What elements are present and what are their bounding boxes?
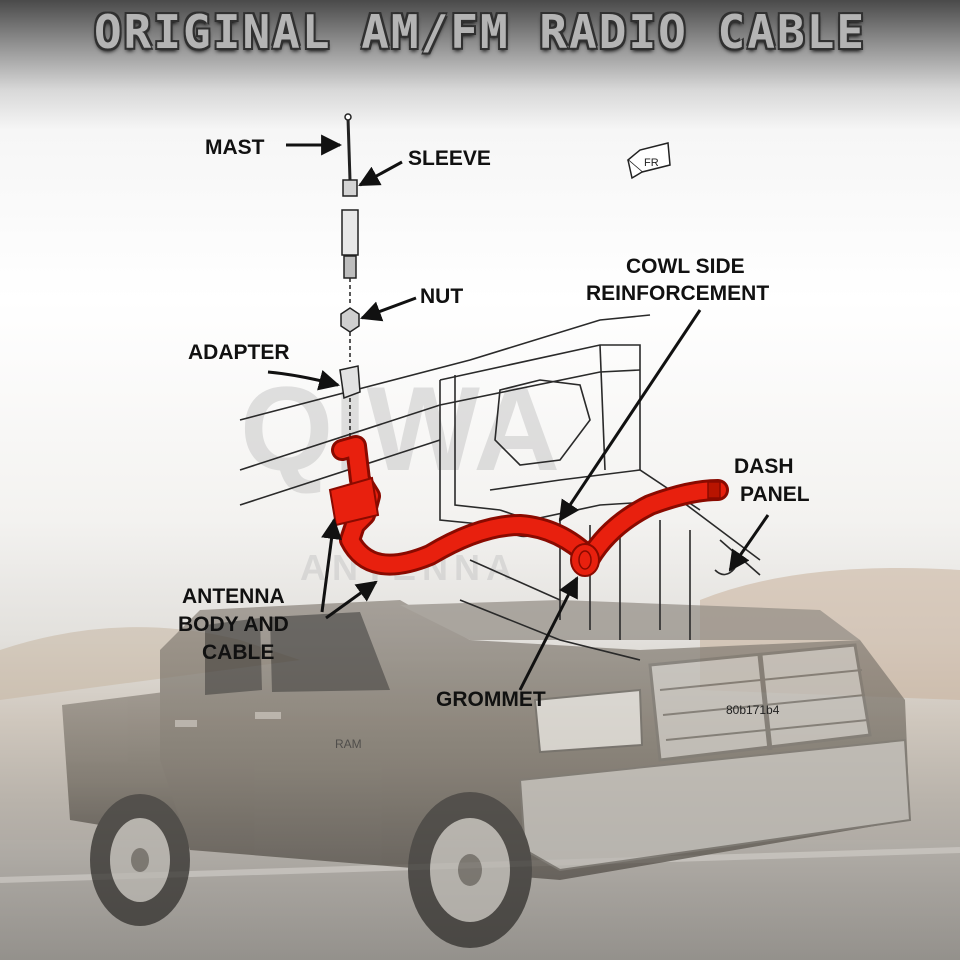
label-mast: MAST xyxy=(205,136,265,159)
svg-text:FR: FR xyxy=(644,157,659,169)
label-nut: NUT xyxy=(420,285,463,308)
label-antenna-line2: BODY AND xyxy=(178,613,289,636)
rear-wheel xyxy=(90,794,190,926)
diagram-labels: MAST SLEEVE NUT ADAPTER COWL SIDE REINFO… xyxy=(178,136,810,717)
label-dash-line2: PANEL xyxy=(740,483,810,506)
label-adapter: ADAPTER xyxy=(188,341,290,364)
front-wheel xyxy=(408,792,532,948)
label-dash-line1: DASH xyxy=(734,455,794,478)
antenna-cable xyxy=(328,435,729,577)
watermark-text: QIWA xyxy=(240,362,560,496)
label-cowl-line1: COWL SIDE xyxy=(626,255,745,278)
antenna-icon xyxy=(339,113,361,440)
callout-arrows xyxy=(267,134,770,691)
arrow-front-icon: FR xyxy=(626,142,671,180)
pickup-truck-icon: RAM xyxy=(62,600,912,948)
grommet-part xyxy=(570,543,600,577)
truck-badge: RAM xyxy=(335,737,362,751)
label-antenna-line1: ANTENNA xyxy=(182,585,285,608)
figure-code: 80b171b4 xyxy=(726,703,780,717)
page-title: ORIGINAL AM/FM RADIO CABLE xyxy=(93,5,867,59)
label-antenna-line3: CABLE xyxy=(202,641,274,664)
label-cowl-line2: REINFORCEMENT xyxy=(586,282,769,305)
label-grommet: GROMMET xyxy=(436,688,546,711)
label-sleeve: SLEEVE xyxy=(408,147,491,170)
truck-grille xyxy=(648,643,872,762)
